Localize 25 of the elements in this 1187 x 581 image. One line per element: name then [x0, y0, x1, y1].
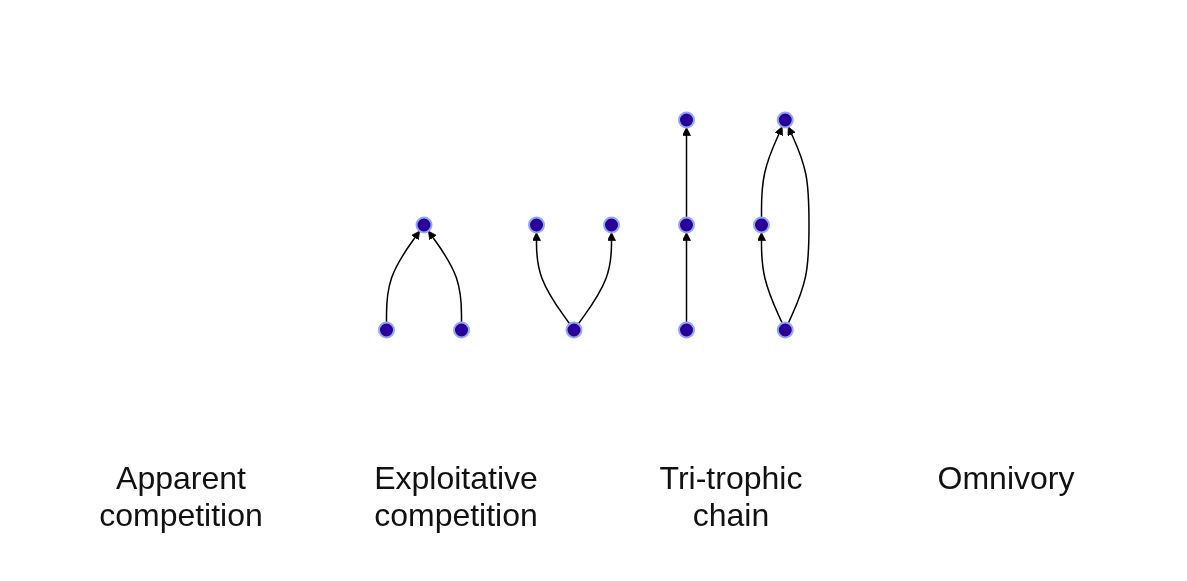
node-circle [776, 111, 794, 129]
node-circle [776, 321, 794, 339]
node-circle [677, 111, 695, 129]
caption-label: Omnivory [936, 460, 1076, 498]
arrow [787, 126, 810, 324]
caption-label: Tri-trophic chain [658, 460, 804, 534]
arrow [760, 126, 783, 219]
node-circle [677, 216, 695, 234]
arrow [385, 230, 420, 324]
node-circle [527, 216, 545, 234]
caption-label: Exploitative competition [373, 460, 539, 534]
node-circle [452, 321, 470, 339]
arrow [681, 127, 691, 219]
node-circle [415, 216, 432, 234]
arrow [577, 232, 616, 325]
node-circle [377, 321, 395, 339]
node-circle [565, 321, 582, 339]
node-circle [677, 321, 695, 339]
arrow [531, 232, 570, 325]
node-circle [602, 216, 620, 234]
node-circle [752, 216, 770, 234]
arrow [681, 232, 691, 324]
caption-label: Apparent competition [98, 460, 264, 534]
arrow [756, 232, 783, 324]
arrow [427, 230, 462, 324]
